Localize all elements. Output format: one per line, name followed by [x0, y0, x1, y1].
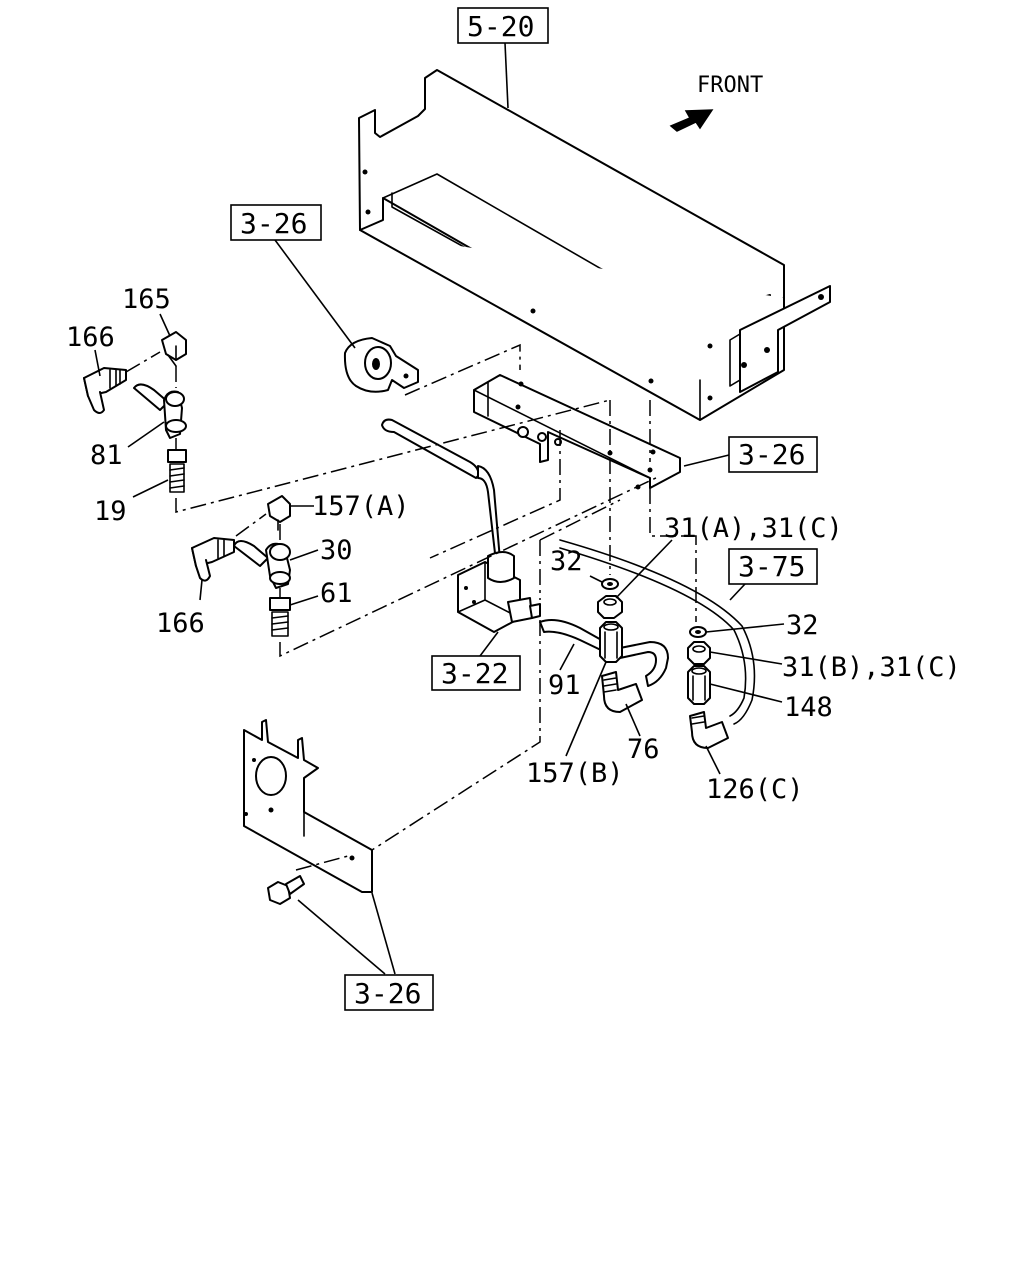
bolt-19: [167, 449, 187, 493]
plug-166-top: [83, 367, 127, 414]
washer-32-left: [601, 578, 619, 590]
fitting-157a: [267, 495, 291, 531]
bottom-plate: [243, 719, 373, 893]
upper-left-bracket: [343, 337, 419, 393]
fitting-81: [133, 383, 187, 439]
callout-32-left: 32: [550, 546, 583, 577]
callout-31ac: 31(A),31(C): [664, 513, 843, 544]
callout-166-bottom: 166: [156, 608, 205, 639]
tray: [358, 69, 831, 421]
bolt-61: [269, 597, 291, 637]
union-157b: [599, 621, 623, 663]
callout-157a: 157(A): [312, 491, 410, 522]
bottom-ref-label: 3-26: [354, 977, 421, 1010]
callout-19: 19: [94, 496, 127, 527]
callout-81: 81: [90, 440, 123, 471]
callout-76: 76: [627, 734, 660, 765]
pipe-ref: 3-75: [728, 548, 818, 601]
callout-148: 148: [784, 692, 833, 723]
union-148: [687, 665, 711, 705]
upper-left-bracket-ref-label: 3-26: [240, 207, 307, 240]
plug-166-bottom: [191, 537, 235, 582]
callout-30: 30: [320, 535, 353, 566]
elbow-126c: [689, 711, 729, 749]
fitting-30: [233, 540, 291, 589]
callout-31bc: 31(B),31(C): [782, 652, 961, 683]
nut-31-left: [597, 595, 623, 619]
tray-ref-label: 5-20: [467, 10, 534, 43]
pipe-ref-label: 3-75: [738, 550, 805, 583]
elbow-76: [601, 671, 643, 713]
right-bracket-ref-label: 3-26: [738, 438, 805, 471]
fitting-165: [161, 331, 187, 367]
front-arrow-icon: [669, 109, 714, 132]
nut-31-right: [687, 641, 711, 665]
callout-157b: 157(B): [526, 758, 624, 789]
right-bracket-ref: 3-26: [683, 436, 818, 473]
callout-91: 91: [548, 670, 581, 701]
callout-166-top: 166: [66, 322, 115, 353]
callout-165: 165: [122, 284, 171, 315]
washer-32-right: [689, 626, 707, 638]
tray-ref: 5-20: [457, 7, 549, 109]
callout-61: 61: [320, 578, 353, 609]
callout-32-right: 32: [786, 610, 819, 641]
bolt-bottom: [267, 875, 305, 905]
valve-ref-label: 3-22: [441, 657, 508, 690]
front-label: FRONT: [697, 73, 763, 98]
pipe-3-75: [559, 539, 756, 725]
bottom-ref: 3-26: [297, 892, 434, 1011]
valve-ref: 3-22: [431, 631, 521, 691]
callout-126c: 126(C): [706, 774, 804, 805]
pipe-horizontal: [381, 418, 501, 563]
upper-left-bracket-ref: 3-26: [230, 204, 356, 349]
valve: [457, 551, 541, 633]
